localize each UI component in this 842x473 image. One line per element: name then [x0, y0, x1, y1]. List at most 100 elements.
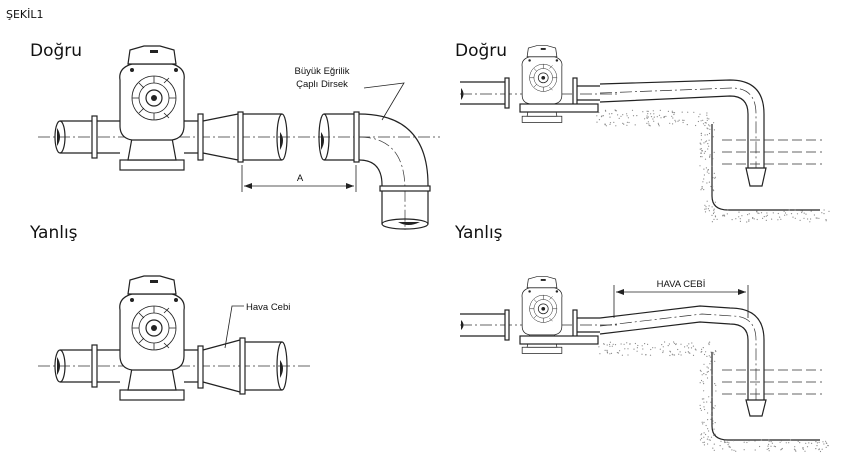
soil-dot: [667, 345, 669, 347]
soil-dot: [802, 447, 804, 449]
soil-dot: [626, 115, 628, 117]
soil-dot: [674, 119, 676, 121]
soil-dot: [609, 116, 611, 118]
soil-dot: [710, 414, 713, 416]
soil-dot: [810, 218, 812, 220]
soil-dot: [642, 348, 644, 350]
soil-dot: [714, 176, 717, 178]
soil-dot: [631, 109, 634, 111]
soil-dot: [727, 441, 729, 443]
soil-dot: [706, 117, 708, 119]
soil-dot: [733, 449, 735, 451]
soil-dot: [711, 206, 713, 208]
soil-dot: [713, 443, 715, 445]
soil-dot: [647, 110, 649, 112]
soil-dot: [634, 124, 636, 126]
soil-dot: [705, 122, 707, 124]
soil-dot: [609, 353, 611, 355]
soil-dot: [662, 351, 664, 354]
soil-dot: [714, 201, 717, 203]
soil-dot: [606, 352, 609, 354]
soil-dot: [629, 343, 631, 345]
soil-dot: [652, 118, 654, 120]
soil-dot: [777, 212, 779, 215]
soil-dot: [702, 441, 704, 444]
soil-dot: [679, 351, 681, 353]
soil-dot: [701, 150, 703, 152]
soil-dot: [707, 436, 709, 438]
soil-dot: [709, 363, 711, 365]
soil-dot: [706, 114, 708, 116]
soil-dot: [695, 349, 697, 351]
soil-dot: [707, 148, 709, 150]
soil-dot: [808, 442, 810, 444]
soil-dot: [682, 121, 684, 124]
soil-dot: [699, 165, 701, 167]
soil-dot: [701, 437, 703, 439]
soil-dot: [780, 440, 783, 442]
soil-dot: [710, 351, 712, 353]
soil-dot: [692, 354, 695, 356]
soil-dot: [708, 118, 710, 120]
soil-dot: [706, 377, 709, 379]
soil-dot: [645, 354, 647, 356]
soil-dot: [703, 353, 706, 356]
soil-dot: [700, 370, 702, 372]
soil-dot: [702, 381, 704, 383]
soil-dot: [713, 352, 715, 354]
soil-dot: [821, 212, 823, 214]
soil-dot: [603, 343, 605, 345]
soil-dot: [671, 115, 673, 117]
soil-dot: [609, 345, 611, 347]
soil-dot: [710, 436, 713, 438]
soil-dot: [707, 208, 710, 210]
soil-dot: [746, 221, 748, 223]
soil-dot: [805, 442, 807, 444]
soil-dot: [704, 141, 707, 143]
soil-dot: [702, 347, 704, 349]
soil-dot: [768, 448, 770, 450]
soil-dot: [681, 111, 683, 113]
soil-dot: [703, 142, 705, 144]
soil-dot: [713, 434, 715, 436]
soil-dot: [677, 120, 679, 122]
soil-dot: [598, 111, 600, 114]
soil-dot: [701, 398, 704, 400]
soil-dot: [693, 111, 695, 113]
soil-dot: [700, 148, 703, 150]
soil-dot: [699, 382, 701, 384]
soil-dot: [793, 448, 796, 450]
soil-dot: [614, 109, 616, 111]
soil-dot: [708, 342, 710, 344]
soil-dot: [784, 212, 787, 214]
soil-dot: [823, 209, 825, 211]
air-pocket-label-left: Hava Cebi: [246, 302, 290, 313]
soil-dot: [648, 123, 650, 125]
soil-dot: [619, 350, 621, 352]
soil-dot: [825, 442, 827, 444]
soil-dot: [609, 122, 612, 124]
soil-dot: [780, 218, 782, 220]
soil-dot: [606, 350, 608, 352]
soil-dot: [727, 444, 729, 446]
soil-dot: [657, 122, 659, 124]
soil-dot: [788, 442, 790, 444]
soil-dot: [618, 117, 620, 119]
soil-dot: [610, 352, 613, 354]
soil-dot: [621, 354, 624, 356]
soil-dot: [747, 214, 749, 216]
soil-dot: [663, 116, 665, 119]
soil-dot: [712, 212, 715, 215]
soil-dot: [671, 111, 674, 114]
soil-dot: [653, 113, 655, 115]
soil-dot: [654, 347, 656, 349]
soil-dot: [686, 124, 688, 126]
soil-dot: [701, 187, 703, 189]
soil-dot: [796, 213, 799, 215]
soil-dot: [646, 122, 648, 124]
soil-dot: [611, 113, 613, 115]
soil-dot: [683, 119, 685, 121]
soil-dot: [771, 442, 774, 444]
soil-dot: [705, 433, 707, 436]
soil-dot: [661, 344, 663, 346]
